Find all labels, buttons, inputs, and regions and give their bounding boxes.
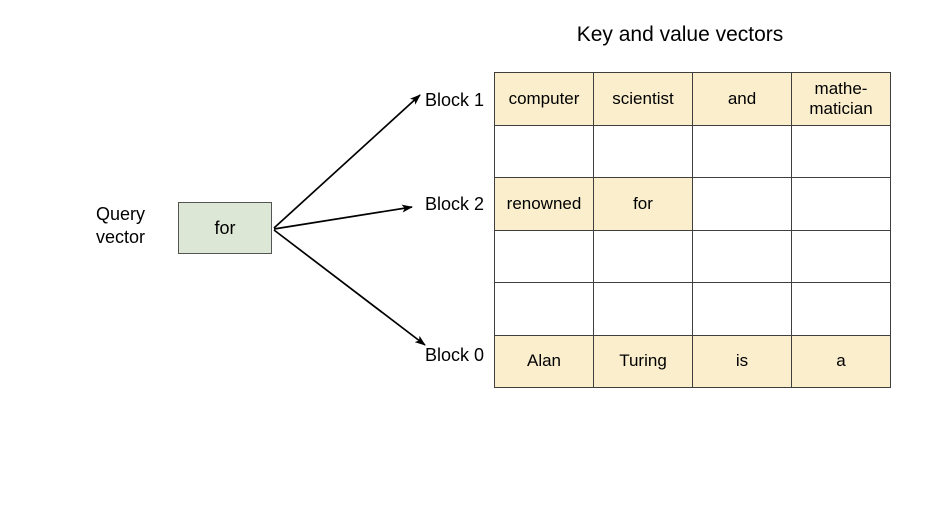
table-cell: for [593,177,693,231]
table-cell [593,229,693,283]
query-vector-token: for [214,217,236,238]
table-cell [791,282,891,336]
table-cell: renowned [494,177,594,231]
table-cell: computer [494,72,594,126]
table-cell [593,124,693,178]
table-cell [494,282,594,336]
table-cell: is [692,334,792,388]
arrow-to-block-2 [273,204,413,230]
query-vector-label-line-2: vector [96,227,146,247]
table-cell [692,124,792,178]
table-cell-line: matician [809,98,873,118]
arrow-to-block-1 [273,94,421,229]
block-label-block-2: Block 2 [424,194,484,214]
table-cell [692,229,792,283]
table-cell [692,282,792,336]
query-vector-box[interactable]: for [178,202,272,254]
block-label-block-0: Block 0 [424,345,484,365]
table-cell [791,177,891,231]
arrow-to-block-0 [273,229,426,346]
table-cell [494,124,594,178]
table-cell: Turing [593,334,693,388]
table-cell: a [791,334,891,388]
table-row [494,282,891,336]
table-cell [692,177,792,231]
table-row [494,124,891,178]
block-label-block-1: Block 1 [424,90,484,110]
table-cell-line: mathe- [814,78,868,98]
table-cell [791,124,891,178]
table-cell [593,282,693,336]
table-cell: scientist [593,72,693,126]
table-cell: Alan [494,334,594,388]
table-cell: and [692,72,792,126]
page-title: Key and value vectors [576,23,784,46]
table-cell: mathe-matician [791,72,891,126]
query-vector-label-line-1: Query [96,204,146,224]
table-cell [791,229,891,283]
table-cell [494,229,594,283]
table-row [494,229,891,283]
query-vector-label: Query vector [96,203,172,249]
